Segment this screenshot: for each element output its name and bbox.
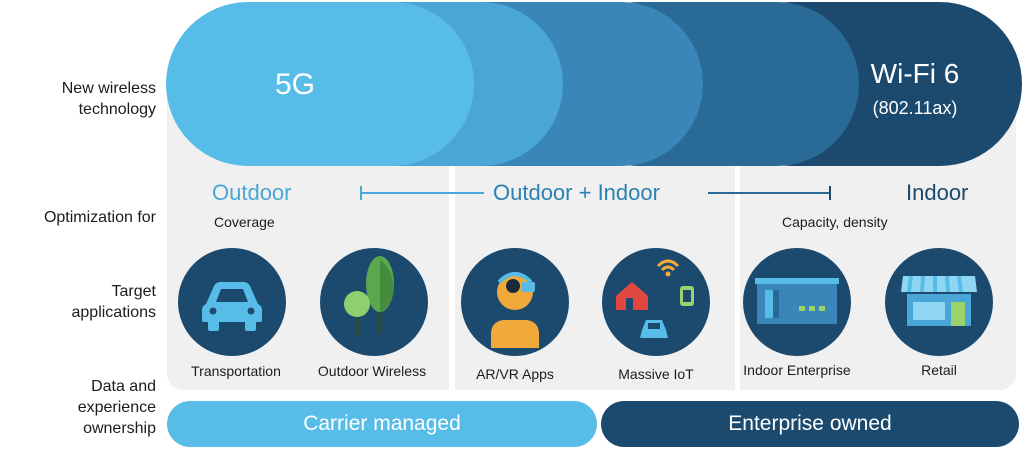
row-label-technology: New wireless technology xyxy=(61,80,156,118)
iot-devices-icon xyxy=(602,248,710,356)
enterprise-owned-bar: Enterprise owned xyxy=(601,401,1019,447)
opt-indoor: Indoor xyxy=(906,180,969,205)
row-label-ownership: Data and experience ownership xyxy=(77,378,156,437)
opt-coverage: Coverage xyxy=(214,214,275,230)
opt-capacity: Capacity, density xyxy=(782,214,888,230)
app-label-indoor-enterprise: Indoor Enterprise xyxy=(743,362,851,378)
carrier-managed-bar: Carrier managed xyxy=(167,401,597,447)
5g-blob xyxy=(166,2,474,166)
tech-5g-label: 5G xyxy=(274,68,316,101)
row-label-applications: Target applications xyxy=(71,283,157,321)
vr-headset-person-icon xyxy=(461,248,569,356)
tech-wifi6-sublabel: (802.11ax) xyxy=(872,98,958,118)
trees-icon xyxy=(320,248,428,356)
range-line-right xyxy=(708,192,830,194)
opt-outdoor: Outdoor xyxy=(212,180,292,205)
range-line-left xyxy=(360,192,484,194)
opt-outdoor-indoor: Outdoor + Indoor xyxy=(493,180,660,205)
car-icon xyxy=(178,248,286,356)
tech-wifi6-label: Wi-Fi 6 xyxy=(870,58,960,89)
range-end-tick xyxy=(829,186,831,200)
app-label-outdoor-wireless: Outdoor Wireless xyxy=(317,363,427,379)
app-label-transportation: Transportation xyxy=(191,363,281,379)
row-label-optimization: Optimization for xyxy=(43,209,156,226)
storefront-icon xyxy=(885,248,993,356)
app-label-massive-iot: Massive IoT xyxy=(618,366,694,382)
office-building-icon xyxy=(743,248,851,356)
app-label-retail: Retail xyxy=(921,362,957,378)
app-label-ar-vr-apps: AR/VR Apps xyxy=(476,366,554,382)
